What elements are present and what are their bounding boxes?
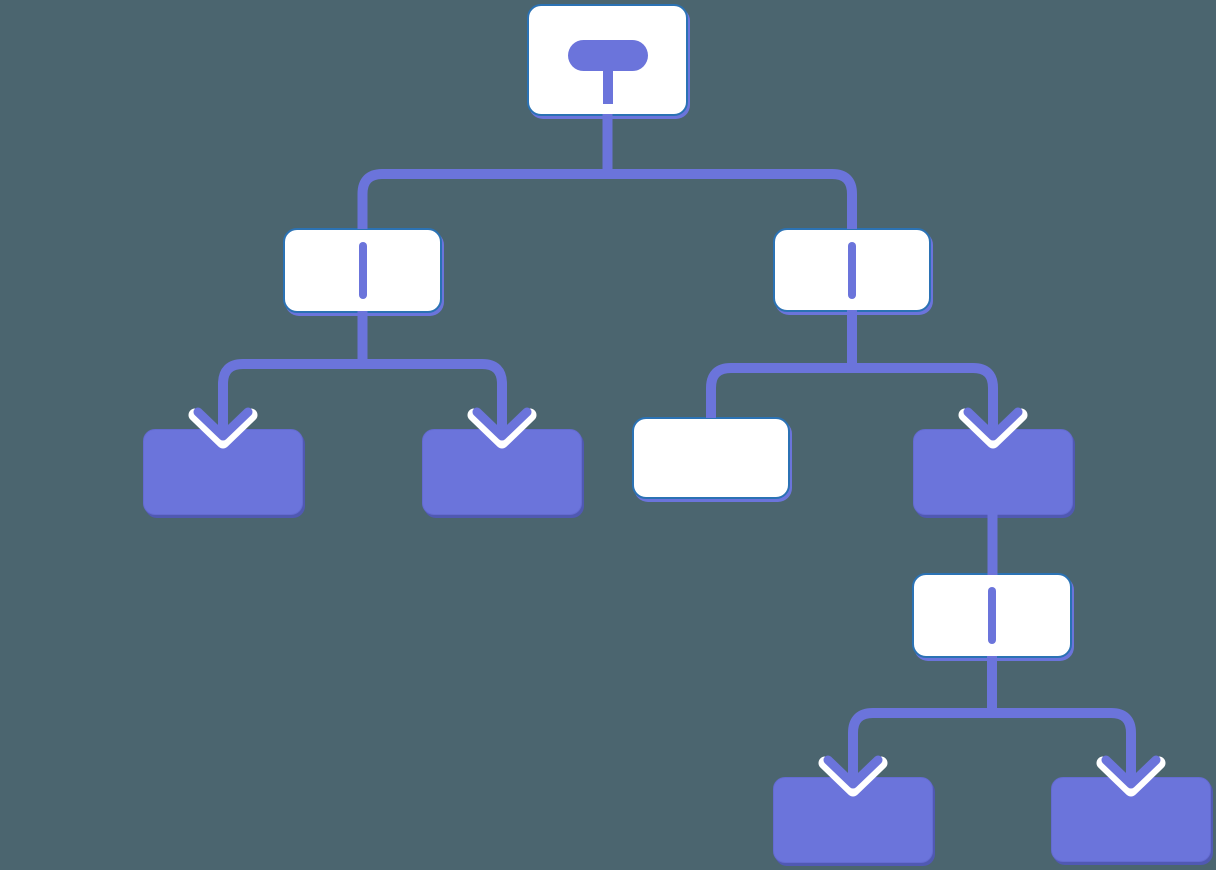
flowchart-node-leaf-1[interactable]	[143, 429, 303, 515]
flowchart-node-leaf-4[interactable]	[773, 777, 933, 863]
flowchart-node-mid-node[interactable]	[912, 573, 1072, 658]
flowchart-node-branch-right[interactable]	[773, 228, 931, 312]
flowchart-node-leaf-2[interactable]	[422, 429, 582, 515]
vertical-bar-glyph	[358, 242, 367, 299]
flowchart-node-branch-left[interactable]	[283, 228, 442, 313]
flowchart-node-child-white[interactable]	[632, 417, 790, 499]
pill-stem-glyph	[567, 40, 648, 104]
flowchart-node-leaf-5[interactable]	[1051, 777, 1211, 862]
pill-icon	[567, 40, 648, 71]
connector-branch-right	[706, 310, 998, 433]
stem-line	[602, 70, 613, 104]
connector-root	[357, 114, 857, 229]
connector-mid-node	[848, 656, 1136, 781]
connector-branch-left	[218, 311, 507, 433]
vertical-bar-glyph	[988, 587, 996, 644]
flowchart-node-leaf-3[interactable]	[913, 429, 1073, 515]
vertical-bar-glyph	[848, 241, 856, 299]
flowchart-node-root[interactable]	[527, 4, 688, 116]
